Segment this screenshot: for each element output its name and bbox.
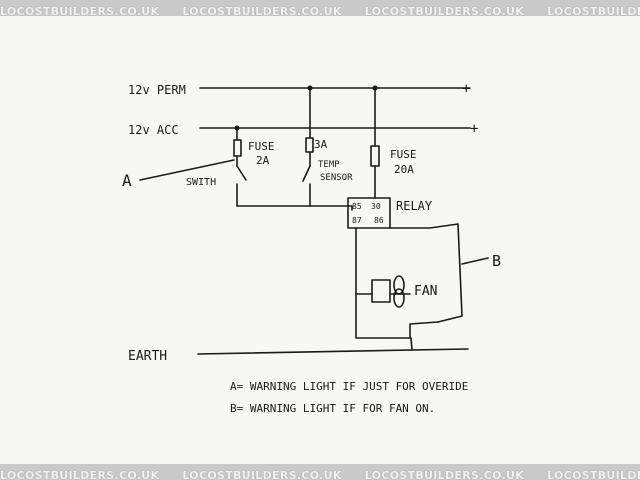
- fuse1-rating: 2A: [256, 154, 270, 167]
- switch-label: SWITH: [186, 177, 216, 188]
- relay-box: [347, 197, 391, 229]
- wire: [355, 293, 439, 339]
- relay-label: RELAY: [396, 199, 433, 213]
- watermark-text: LOCOSTBUILDERS.CO.UK: [182, 5, 342, 16]
- fuse3-label: FUSE: [390, 148, 417, 161]
- relay-pin-85: 85: [352, 202, 362, 211]
- fuse2-rating: 3A: [314, 138, 328, 151]
- fuse-3a-symbol: [305, 137, 314, 153]
- wire-to-earth: [410, 337, 413, 351]
- fan-motor-symbol: [371, 279, 391, 303]
- rail-acc-label: 12v ACC: [128, 123, 179, 137]
- watermark-banner-top: LOCOSTBUILDERS.CO.UK LOCOSTBUILDERS.CO.U…: [0, 0, 640, 16]
- wire: [355, 227, 373, 295]
- temp-sensor-symbol: [302, 165, 311, 182]
- sensor-label-1: TEMP: [318, 160, 340, 170]
- fuse-20a-symbol: [370, 145, 380, 167]
- fan-label: FAN: [414, 284, 437, 299]
- plus-perm: +: [462, 81, 470, 97]
- rail-perm-label: 12v PERM: [128, 83, 186, 97]
- watermark-text: LOCOSTBUILDERS.CO.UK: [0, 5, 160, 16]
- earth-label: EARTH: [128, 349, 167, 364]
- earth-line: [197, 348, 469, 355]
- relay-pin-87: 87: [352, 216, 362, 225]
- marker-a-leader: [139, 159, 235, 181]
- watermark-text: LOCOSTBUILDERS.CO.UK: [364, 469, 525, 480]
- fuse1-label: FUSE: [248, 140, 275, 153]
- watermark-banner-bottom: LOCOSTBUILDERS.CO.UK LOCOSTBUILDERS.CO.U…: [0, 464, 640, 480]
- watermark-text: LOCOSTBUILDERS.CO.UK: [547, 5, 640, 16]
- note-a: A= WARNING LIGHT IF JUST FOR OVERIDE: [230, 380, 468, 393]
- watermark-text: LOCOSTBUILDERS.CO.UK: [547, 469, 640, 480]
- plus-acc: +: [470, 121, 478, 137]
- watermark-text: LOCOSTBUILDERS.CO.UK: [0, 469, 160, 480]
- fuse3-rating: 20A: [394, 163, 414, 176]
- fuse-2a-symbol: [233, 139, 242, 157]
- note-b: B= WARNING LIGHT IF FOR FAN ON.: [230, 402, 435, 415]
- watermark-text: LOCOSTBUILDERS.CO.UK: [364, 5, 525, 16]
- marker-b: B: [492, 252, 501, 270]
- marker-a: A: [122, 171, 132, 190]
- relay-pin-86: 86: [374, 216, 384, 225]
- switch-symbol: [236, 165, 247, 181]
- relay-pin-30: 30: [371, 202, 381, 211]
- marker-b-leader: [461, 257, 489, 265]
- watermark-text: LOCOSTBUILDERS.CO.UK: [182, 469, 342, 480]
- sensor-label-2: SENSOR: [320, 173, 353, 183]
- fan-blade-symbol: [393, 288, 405, 308]
- wire: [389, 223, 463, 323]
- wire: [236, 205, 353, 211]
